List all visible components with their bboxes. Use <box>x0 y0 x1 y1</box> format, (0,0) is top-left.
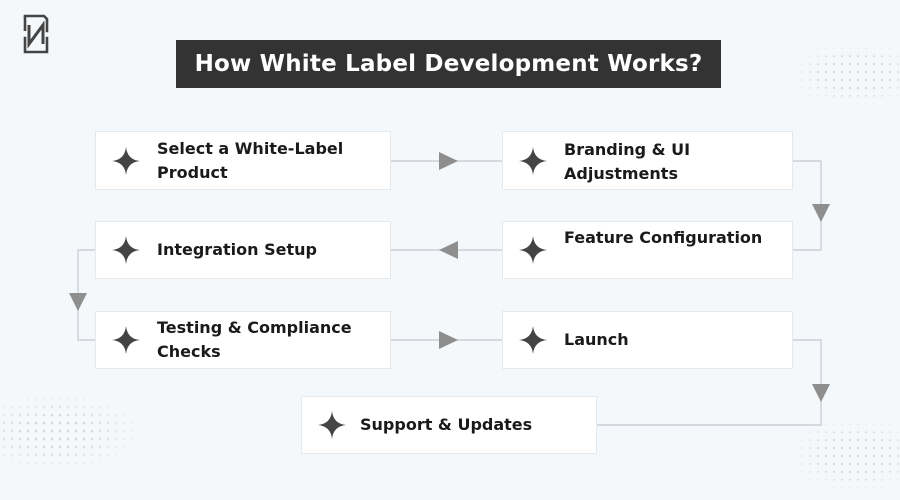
arrow-down-icon <box>69 293 87 311</box>
arrow-down-icon <box>812 204 830 222</box>
step-branding-ui: Branding & UI Adjustments <box>503 132 792 189</box>
step-label: Feature Configuration <box>564 228 763 247</box>
step-label: Integration Setup <box>157 240 317 259</box>
sparkle-icon <box>112 236 140 264</box>
sparkle-icon <box>112 146 140 175</box>
connector-launch-to-support <box>596 339 822 426</box>
step-label: Branding & UI Adjustments <box>564 140 691 183</box>
arrow-down-icon <box>812 384 830 402</box>
step-select-product: Select a White-Label Product <box>96 132 390 189</box>
sparkle-icon <box>112 326 140 354</box>
arrow-left-icon <box>439 241 458 259</box>
page-title: How White Label Development Works? <box>194 51 703 77</box>
step-label: Select a White-Label Product <box>157 139 344 182</box>
title-banner: How White Label Development Works? <box>176 40 721 88</box>
step-launch: Launch <box>503 312 792 368</box>
step-label: Testing & Compliance Checks <box>157 318 352 361</box>
step-label: Launch <box>564 330 629 349</box>
sparkle-icon <box>519 236 547 264</box>
sparkle-icon <box>318 411 346 439</box>
n-logo-icon <box>23 14 49 54</box>
sparkle-icon <box>519 146 547 175</box>
step-integration-setup: Integration Setup <box>96 222 390 278</box>
arrow-right-icon <box>439 152 458 170</box>
step-support-updates: Support & Updates <box>302 397 596 453</box>
dot-pattern-top-right <box>790 44 900 104</box>
dot-pattern-bottom-right <box>790 420 900 490</box>
step-label: Support & Updates <box>360 415 533 434</box>
step-feature-configuration: Feature Configuration <box>503 222 792 278</box>
sparkle-icon <box>519 326 547 354</box>
arrow-right-icon <box>439 331 458 349</box>
step-testing-compliance: Testing & Compliance Checks <box>96 312 390 368</box>
dot-pattern-bottom-left <box>0 395 140 470</box>
